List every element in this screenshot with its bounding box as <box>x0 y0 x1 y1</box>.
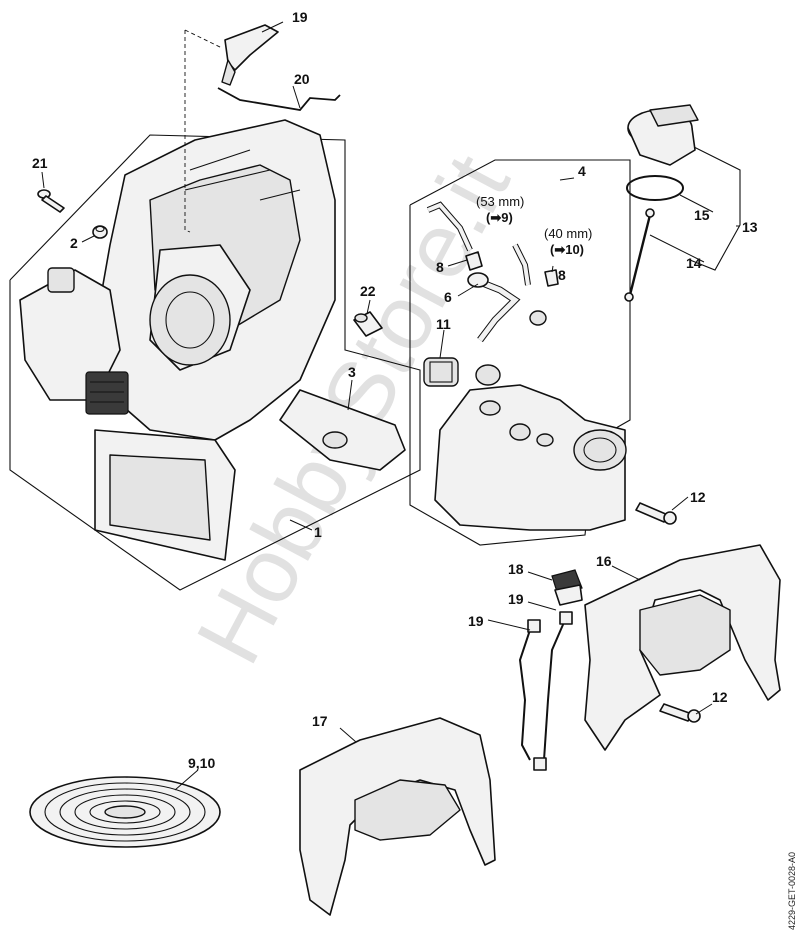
label-part-12-upper: 12 <box>690 489 706 505</box>
plug-2 <box>92 225 108 239</box>
label-part-14: 14 <box>686 255 702 271</box>
label-part-18: 18 <box>508 561 524 577</box>
reference-9: (➡9) <box>486 210 513 225</box>
label-part-15: 15 <box>694 207 710 223</box>
blower-housing <box>19 119 336 561</box>
label-part-19-left: 19 <box>468 613 484 629</box>
label-part-8-right: 8 <box>558 267 566 283</box>
tank-valve <box>529 310 547 326</box>
label-part-12-lower: 12 <box>712 689 728 705</box>
fuel-hoses <box>426 201 559 343</box>
label-part-23: 22 <box>360 283 376 299</box>
label-part-21: 20 <box>294 71 310 87</box>
reference-10: (➡10) <box>550 242 584 257</box>
label-part-11: 11 <box>436 316 451 332</box>
handle-tube <box>279 389 406 471</box>
drawing-code: 4229-GET-0028-A0 <box>787 852 797 930</box>
cap-o-ring <box>626 175 684 201</box>
pin-23 <box>353 311 383 337</box>
label-part-1: 1 <box>314 524 322 540</box>
screw-22 <box>37 189 65 213</box>
label-part-19-right: 19 <box>508 591 524 607</box>
label-part-13: 13 <box>742 219 758 235</box>
fuel-filter <box>423 357 459 387</box>
wire-harness <box>518 611 573 771</box>
label-part-20: 19 <box>292 9 308 25</box>
label-part-8-left: 8 <box>436 259 444 275</box>
label-part-4: 4 <box>578 163 586 179</box>
handle-molding-16 <box>584 544 781 751</box>
assembly-dashed-line <box>184 30 191 233</box>
screw-12-lower <box>659 703 701 723</box>
throttle-rod <box>217 87 341 111</box>
fuel-cap <box>627 104 699 166</box>
label-part-6: 6 <box>444 289 452 305</box>
throttle-trigger <box>221 24 279 86</box>
label-part-17: 17 <box>312 713 328 729</box>
group-13-bracket <box>689 144 741 271</box>
handle-molding-17 <box>299 717 496 916</box>
label-part-3: 3 <box>348 364 356 380</box>
tank-grommet <box>475 364 501 386</box>
dimension-53mm: (53 mm) <box>476 194 524 209</box>
stop-switch <box>551 569 583 606</box>
coiled-hose <box>29 776 221 848</box>
dimension-40mm: (40 mm) <box>544 226 592 241</box>
screw-12-upper <box>635 502 677 525</box>
label-part-22: 21 <box>32 155 48 171</box>
leader-lines <box>41 21 740 791</box>
fuel-tank <box>434 384 627 531</box>
cap-retainer <box>624 208 655 302</box>
label-part-9-10: 9,10 <box>188 755 215 771</box>
label-part-16: 16 <box>596 553 612 569</box>
label-part-2: 2 <box>70 235 78 251</box>
